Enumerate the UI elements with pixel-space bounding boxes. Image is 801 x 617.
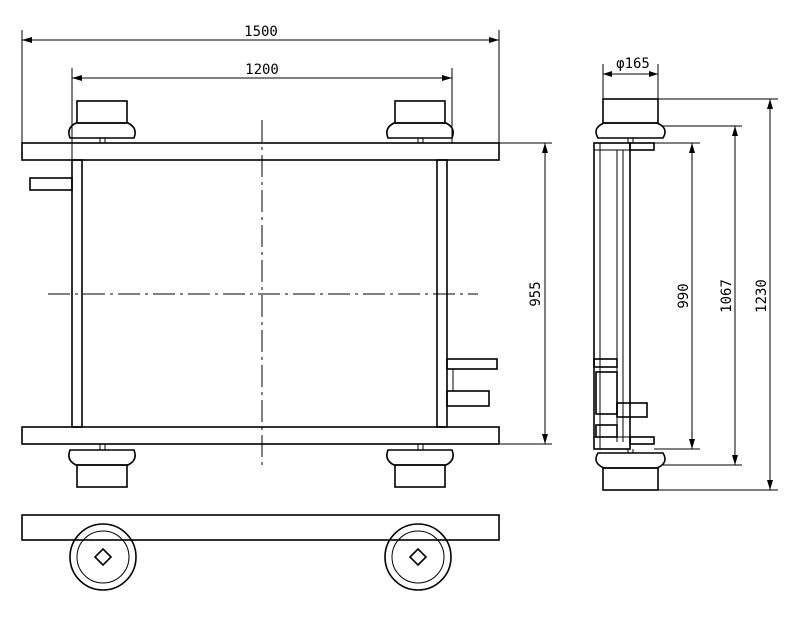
- top-left-mount: [68, 100, 136, 143]
- right-pipe-stub-upper: [446, 358, 498, 370]
- bottom-right-mount: [386, 444, 454, 488]
- left-pipe-stub: [29, 177, 73, 191]
- front-view: 1500 1200 955: [21, 24, 552, 488]
- dim-990: 990: [654, 142, 700, 450]
- wheel-right: [384, 523, 452, 591]
- dim-955: 955: [499, 142, 552, 445]
- trolley-plate: [21, 514, 500, 541]
- dim-955-label: 955: [528, 281, 544, 306]
- side-top-cap: [602, 98, 659, 124]
- bottom-view: [21, 514, 500, 591]
- bottom-left-mount: [68, 444, 136, 488]
- dim-1067: 1067: [663, 125, 742, 466]
- bottom-plate: [21, 426, 500, 445]
- dim-990-label: 990: [676, 283, 692, 308]
- dim-1500: 1500: [21, 24, 500, 143]
- right-pipe-stub-lower: [446, 390, 490, 407]
- wheel-left: [69, 523, 137, 591]
- dim-1067-label: 1067: [719, 279, 735, 313]
- side-bottom-cap: [602, 467, 659, 491]
- dim-1230-label: 1230: [754, 279, 770, 313]
- top-plate: [21, 142, 500, 161]
- top-right-mount: [386, 100, 454, 143]
- dim-phi165: φ165: [602, 56, 659, 99]
- dim-1500-label: 1500: [244, 24, 278, 40]
- dim-1200: 1200: [71, 62, 453, 160]
- left-post: [71, 159, 83, 428]
- side-view: φ165 990 1067 1230: [593, 56, 778, 491]
- dim-phi165-label: φ165: [616, 56, 650, 72]
- dim-1200-label: 1200: [245, 62, 279, 78]
- dim-1230: 1230: [658, 98, 778, 491]
